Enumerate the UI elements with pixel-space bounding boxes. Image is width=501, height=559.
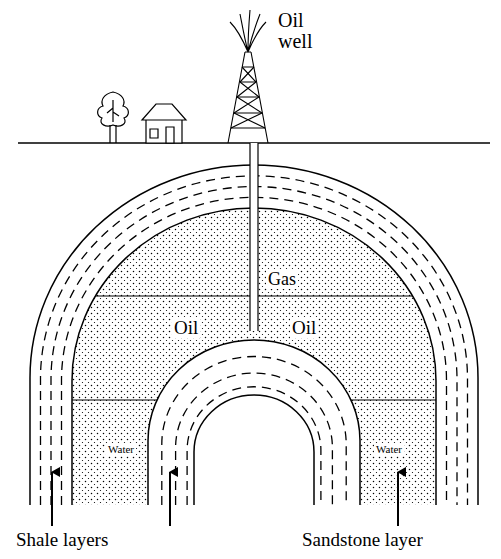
- oil-water-contact: [72, 399, 157, 400]
- oil-water-contact: [351, 399, 436, 400]
- zone-label: Water: [374, 444, 404, 456]
- shale-dashes: [187, 387, 321, 505]
- well-pipe: [249, 143, 250, 331]
- layer-label: Shale layers: [14, 530, 110, 550]
- oil-derrick: [228, 10, 268, 143]
- zone-label: Water: [106, 444, 136, 456]
- zone-label: Gas: [266, 270, 298, 289]
- well-pipe: [257, 143, 258, 331]
- house: [142, 104, 186, 143]
- tree: [98, 92, 129, 143]
- layer-label: Sandstone layer: [300, 530, 425, 550]
- rock-layers: [30, 143, 478, 505]
- shale-dashes: [176, 373, 333, 505]
- shale-dashes: [162, 357, 346, 505]
- zone-label: Oil: [172, 318, 200, 338]
- well-label: Oil well: [276, 10, 332, 52]
- zone-label: Oil: [290, 318, 318, 338]
- well-pipe-fill: [250, 143, 258, 331]
- layer-boundary: [148, 340, 360, 505]
- layer-boundary: [194, 395, 314, 505]
- leader-arrows: [52, 472, 398, 526]
